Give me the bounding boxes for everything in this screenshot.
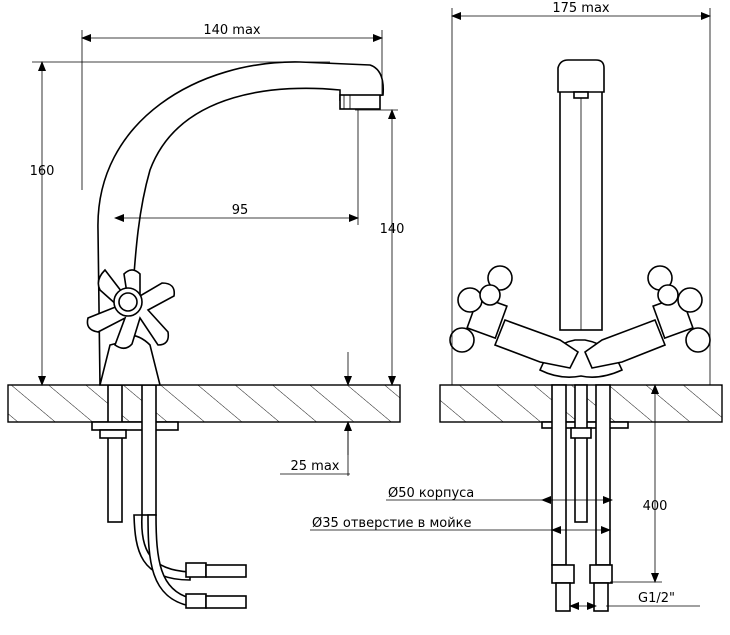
side-hose-lower: [147, 514, 191, 607]
front-pipe-left: [551, 384, 567, 566]
dim-counter-thickness: 25 max: [291, 459, 340, 474]
front-handle-left: [449, 265, 513, 353]
side-cross-handle: [86, 268, 176, 350]
front-handle-right: [647, 265, 711, 353]
front-view: 175 max Ø50 корпуса Ø35 отверстие в мойк…: [310, 1, 723, 612]
dim-front-width: 175 max: [552, 1, 610, 16]
dim-thread: G1/2": [638, 591, 675, 606]
side-countertop: [7, 384, 401, 423]
side-hose-upper: [133, 514, 191, 581]
dim-hole-diameter: Ø35 отверстие в мойке: [312, 516, 472, 531]
front-pipe-right: [595, 384, 611, 566]
dim-hose-length: 400: [643, 499, 668, 514]
dim-height-spout: 140: [380, 222, 405, 237]
front-mounting-stud: [574, 384, 588, 523]
dim-height-total: 160: [30, 164, 55, 179]
side-spout: [97, 61, 385, 386]
side-view: 140 max 160 95 140 25 max: [7, 23, 405, 609]
dim-side-width: 140 max: [203, 23, 261, 38]
dim-reach: 95: [232, 203, 249, 218]
dim-body-diameter: Ø50 корпуса: [388, 486, 474, 501]
side-mounting-stud: [107, 384, 123, 523]
